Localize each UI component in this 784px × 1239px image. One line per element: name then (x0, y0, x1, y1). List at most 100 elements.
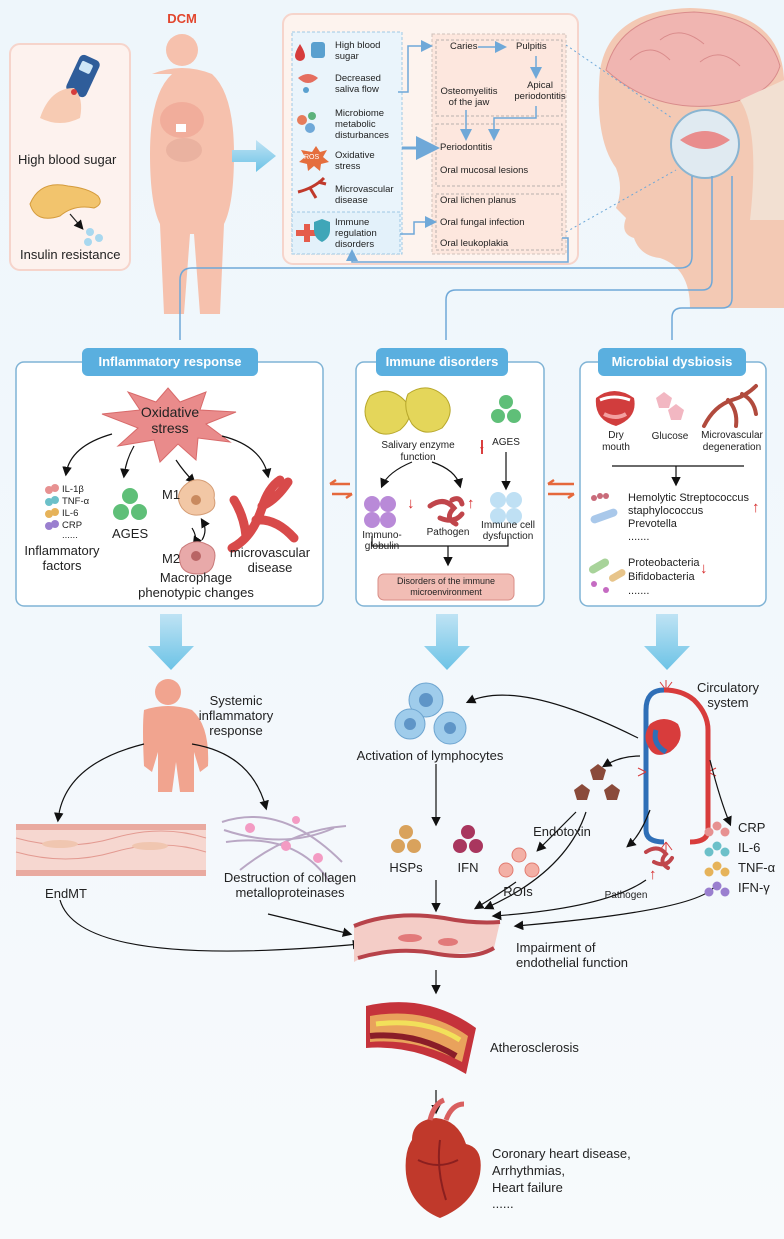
immunoglobulin-down-arrow: ↓ (407, 495, 415, 512)
insulin-resistance-label: Insulin resistance (20, 247, 121, 262)
cytokine-crp: CRP (738, 820, 766, 835)
lymphocyte-icon (394, 682, 467, 745)
salivary-label: Salivary enzyme function (381, 440, 455, 463)
circulatory-system-icon (637, 680, 717, 852)
down-bacteria-2: Bifidobacteria (628, 571, 695, 583)
factor-more: ...... (62, 530, 78, 541)
outcome-chd: Coronary heart disease, (492, 1146, 631, 1161)
endotoxin-label: Endotoxin (533, 824, 591, 839)
outcome-arrhythmias: Arrhythmias, (492, 1163, 565, 1178)
micro-degen-label: Microvascular degeneration (701, 430, 763, 453)
immunoglobulin-icon (364, 496, 396, 528)
salivary-gland-icon (364, 390, 411, 435)
microenv-label: Disorders of the immune microenvironment (396, 576, 496, 597)
factor-crp: CRP (62, 520, 83, 531)
immunoglobulin-label: Immuno- globulin (362, 530, 402, 552)
hsps-label: HSPs (389, 860, 423, 875)
cause-microbiome: Microbiome metabolic disturbances (335, 108, 389, 141)
pathogen-lower-up-arrow: ↑ (649, 866, 657, 883)
systemic-body-icon (143, 679, 209, 792)
oral-pulpitis: Pulpitis (516, 41, 547, 52)
ifn-label: IFN (457, 860, 479, 875)
ros-badge: ROS (304, 154, 320, 161)
glucose-icon (656, 392, 672, 408)
atherosclerosis-label: Atherosclerosis (490, 1040, 579, 1055)
cross-icon (296, 224, 318, 242)
endotoxin-icon (574, 764, 620, 800)
cytokine-il6: IL-6 (738, 840, 761, 855)
degeneration-vessel-icon (702, 384, 758, 428)
pancreas-icon (29, 184, 103, 246)
factor-il1b: IL-1β (62, 484, 84, 495)
shield-icon (314, 219, 330, 242)
inflammatory-title: Inflammatory response (82, 348, 258, 376)
down-bacteria-1: Proteobacteria (628, 557, 700, 569)
dcm-label: DCM (167, 11, 197, 26)
rois-label: ROIs (503, 884, 533, 899)
outcome-heart-failure: Heart failure (492, 1180, 563, 1195)
exchange-arrows-right (547, 478, 575, 500)
oxidative-star-icon (101, 387, 237, 463)
pathogen-icon (427, 496, 465, 527)
cause-immune: Immune regulation disorders (335, 217, 377, 250)
macrophage-icon (178, 479, 216, 575)
endothelium-icon (15, 824, 207, 876)
up-bacteria-more: ....... (628, 531, 650, 543)
bacteria-up-arrow: ↑ (752, 499, 760, 516)
immune-cell-icon (490, 492, 522, 524)
rois-icon (498, 847, 540, 878)
impairment-label: Impairment of endothelial function (516, 940, 629, 970)
oral-apical: Apical periodontitis (514, 80, 566, 102)
factor-il6: IL-6 (62, 508, 79, 519)
hsps-balls-icon (391, 825, 421, 853)
immune-cell-label: Immune cell dysfunction (481, 520, 535, 542)
ages-label-immune: AGES (492, 437, 520, 448)
down-arrow-left (148, 614, 194, 670)
oral-periodontitis: Periodontitis (440, 142, 493, 153)
oral-osteomyelitis: Osteomyelitis of the jaw (440, 86, 498, 108)
cause-oxidative: Oxidative stress (335, 150, 375, 172)
cytokine-balls-right-icon (704, 821, 730, 897)
ages-balls-icon (113, 488, 147, 520)
heart-icon (405, 1097, 481, 1218)
lymphocytes-label: Activation of lymphocytes (356, 748, 504, 763)
mouth-icon (298, 74, 318, 83)
body-silhouette-icon (150, 34, 234, 314)
ros-burst-icon (299, 146, 329, 171)
dry-mouth-label: Dry mouth (602, 430, 630, 453)
systemic-label: Systemic inflammatory response (198, 693, 274, 738)
damaged-endothelium-icon (353, 913, 501, 962)
oral-disease-column (431, 33, 567, 255)
glucometer-icon (40, 54, 100, 123)
oral-lichen: Oral lichen planus (440, 195, 517, 206)
microenv-box (377, 573, 515, 601)
m2-label: M2 (162, 551, 181, 566)
up-bacteria-2: staphylococcus (628, 505, 704, 517)
cause-high-blood-sugar: High blood sugar (335, 40, 381, 62)
collagen-label: Destruction of collagen metalloproteinas… (223, 870, 357, 900)
oral-leukoplakia: Oral leukoplakia (440, 238, 509, 249)
oxidative-stress-label: Oxidative stress (140, 404, 200, 436)
down-arrow-right (644, 614, 690, 670)
vessel-icon (297, 176, 327, 199)
high-blood-sugar-label: High blood sugar (18, 152, 117, 167)
vessel-branch-icon (227, 475, 299, 553)
inflammatory-factors-label: Inflammatory factors (24, 543, 100, 573)
head-profile-icon (598, 8, 784, 308)
cause-microvascular: Microvascular disease (335, 184, 394, 206)
artery-icon (366, 1002, 476, 1074)
m1-label: M1 (162, 487, 181, 502)
up-bacteria-3: Prevotella (628, 518, 677, 530)
bacteria-up-icon (590, 493, 618, 524)
pathogen-lower-label: Pathogen (604, 890, 648, 901)
ifn-balls-icon (453, 825, 483, 853)
down-bacteria-more: ....... (628, 585, 650, 597)
bacteria-down-arrow: ↓ (700, 560, 708, 577)
pathogen-up-arrow: ↑ (467, 495, 475, 512)
ages-label-left: AGES (112, 526, 149, 541)
down-arrow-middle (424, 614, 470, 670)
pathogen-lower-icon (644, 846, 674, 870)
circulatory-label: Circulatory system (696, 680, 760, 710)
blood-drop-icon (295, 44, 305, 61)
